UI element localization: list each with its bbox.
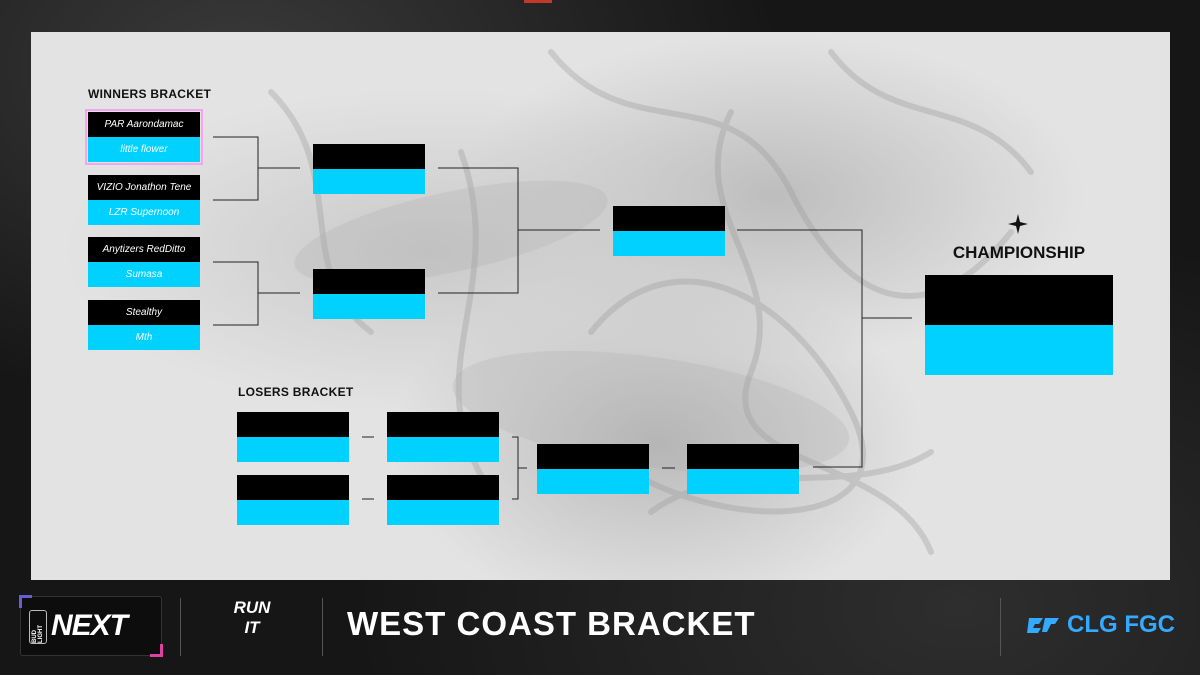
player-slot [237,437,349,462]
logo-corner [19,595,32,608]
match-w2[interactable]: VIZIO Jonathon Tene LZR Supernoon [88,175,200,225]
top-accent [524,0,552,3]
scribble-texture [268,49,1034,555]
match-w-semis-1[interactable] [313,144,425,194]
player-slot [313,169,425,194]
divider [322,598,323,656]
clg-fgc-logo: CLG FGC [1027,611,1175,639]
match-l-final[interactable] [687,444,799,494]
winners-heading: WINNERS BRACKET [88,87,212,101]
match-l5[interactable] [537,444,649,494]
run-it-line: IT [244,618,260,637]
clg-icon [1027,618,1059,633]
logo-corner [150,644,163,657]
player-slot [687,444,799,469]
brand-name: CLG FGC [1067,611,1175,638]
player-slot [613,231,725,256]
losers-heading: LOSERS BRACKET [238,385,354,399]
player-slot: VIZIO Jonathon Tene [88,175,200,200]
player-slot [613,206,725,231]
player-slot [387,500,499,525]
player-slot [537,469,649,494]
player-slot [687,469,799,494]
match-l3[interactable] [387,412,499,462]
match-l2[interactable] [237,475,349,525]
divider [180,598,181,656]
player-slot [313,144,425,169]
match-w-semis-2[interactable] [313,269,425,319]
page-title: WEST COAST BRACKET [347,605,756,642]
player-slot [387,437,499,462]
match-l4[interactable] [387,475,499,525]
match-w1[interactable]: PAR Aarondamac little flower [85,109,203,165]
player-slot [313,294,425,319]
player-slot [387,475,499,500]
player-slot: LZR Supernoon [88,200,200,225]
player-slot [237,500,349,525]
run-it-line: RUN [233,598,271,617]
player-slot: Anytizers RedDitto [88,237,200,262]
player-slot [925,275,1113,325]
championship-title: CHAMPIONSHIP [952,243,1086,262]
run-it-logo: RUN IT [232,598,272,638]
bud-light-next-logo: BUD LIGHT NEXT [19,595,163,657]
player-slot: Mth [88,325,200,350]
player-slot: PAR Aarondamac [88,112,200,137]
match-championship[interactable] [925,275,1113,375]
player-slot [537,444,649,469]
player-slot: Stealthy [88,300,200,325]
match-l1[interactable] [237,412,349,462]
bud-light-badge: BUD LIGHT [29,610,47,644]
player-slot: Sumasa [88,262,200,287]
match-w3[interactable]: Anytizers RedDitto Sumasa [88,237,200,287]
player-slot: little flower [88,137,200,162]
next-wordmark: NEXT [51,609,128,642]
player-slot [313,269,425,294]
match-w-final[interactable] [613,206,725,256]
player-slot [925,325,1113,375]
player-slot [387,412,499,437]
player-slot [237,412,349,437]
star-icon [1008,214,1028,234]
player-slot [237,475,349,500]
match-w4[interactable]: Stealthy Mth [88,300,200,350]
divider [1000,598,1001,656]
